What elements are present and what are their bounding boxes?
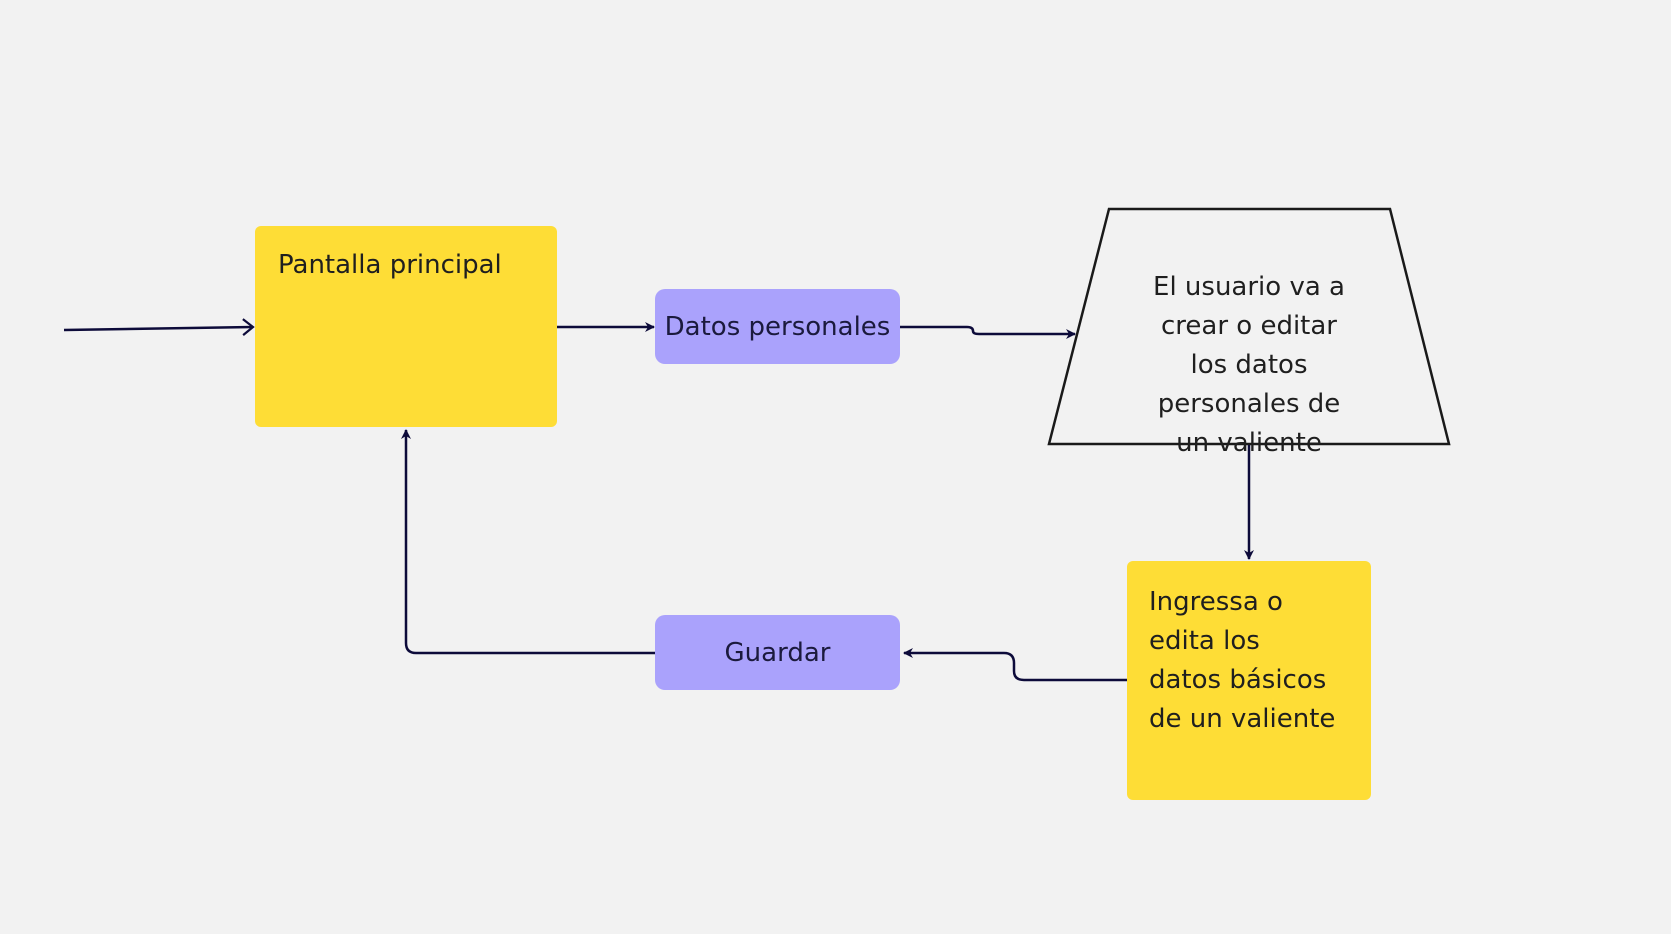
- sticky-pantalla-principal-label: Pantalla principal: [278, 250, 502, 280]
- connector-datos-to-trapezoid[interactable]: [900, 325, 1076, 339]
- trapezoid-shape[interactable]: [1047, 207, 1451, 446]
- trapezoid-label: El usuario va a crear o editar los datos…: [1119, 229, 1379, 463]
- connector-ingresa-to-guardar[interactable]: [903, 648, 1127, 682]
- sticky-pantalla-principal[interactable]: Pantalla principal: [255, 226, 557, 427]
- pill-datos-personales[interactable]: Datos personales: [655, 289, 900, 364]
- pill-datos-personales-label: Datos personales: [664, 311, 891, 342]
- connector-entry[interactable]: [63, 318, 255, 337]
- trapezoid-label-text: El usuario va a crear o editar los datos…: [1153, 272, 1345, 458]
- pill-guardar[interactable]: Guardar: [655, 615, 900, 690]
- sticky-ingresa-datos-label: Ingressa o edita los datos básicos de un…: [1149, 587, 1336, 734]
- connector-guardar-to-pantalla[interactable]: [401, 429, 655, 655]
- sticky-ingresa-datos[interactable]: Ingressa o edita los datos básicos de un…: [1127, 561, 1371, 800]
- pill-guardar-label: Guardar: [724, 637, 831, 668]
